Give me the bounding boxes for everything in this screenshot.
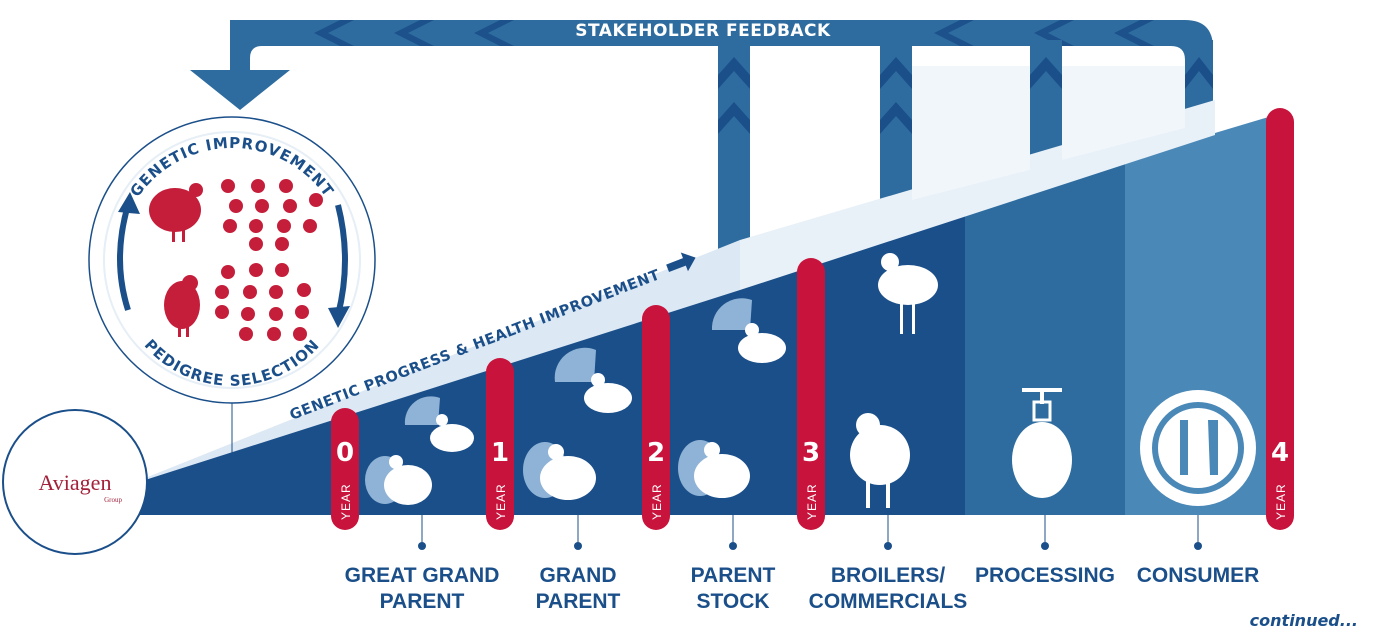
- svg-text:YEAR: YEAR: [805, 483, 819, 520]
- stage-parent-stock: PARENT STOCK: [691, 515, 776, 613]
- svg-text:1: 1: [491, 438, 509, 468]
- year-pill-1: 1 YEAR: [486, 358, 514, 530]
- cycle-arrowhead-down-icon: [328, 306, 350, 328]
- svg-text:PARENT: PARENT: [691, 564, 776, 587]
- svg-text:YEAR: YEAR: [494, 483, 508, 520]
- pedigree-circle: GENETIC IMPROVEMENT PEDIGREE SELECTION: [88, 116, 376, 470]
- aviagen-logo: Aviagen Group: [2, 409, 148, 555]
- feedback-chevrons: [314, 20, 1154, 46]
- broiler-birds-icon: [850, 253, 938, 508]
- svg-text:3: 3: [802, 438, 820, 468]
- stage-great-grand-parent: GREAT GRAND PARENT: [345, 515, 500, 613]
- svg-text:CONSUMER: CONSUMER: [1137, 564, 1260, 587]
- small-red-chickens-icon: [215, 263, 311, 341]
- processing-chicken-icon: [1012, 388, 1072, 498]
- bird-silhouettes: [365, 253, 1256, 508]
- stage-consumer: CONSUMER: [1137, 515, 1260, 587]
- svg-text:PROCESSING: PROCESSING: [975, 564, 1115, 587]
- large-red-chicken-icon: [164, 275, 200, 337]
- diagonal-arrow-icon: [666, 252, 696, 273]
- continued-label: continued...: [1250, 611, 1358, 630]
- svg-text:GRAND: GRAND: [540, 564, 617, 587]
- logo-name: Aviagen: [39, 470, 112, 495]
- cycle-arrow-left: [117, 204, 131, 311]
- cycle-arrowhead-up-icon: [118, 192, 140, 214]
- stage-grand-parent: GRAND PARENT: [536, 515, 621, 613]
- year-pills: 0 YEAR 1 YEAR 2 YEAR 3 YEAR 4 YEAR: [331, 108, 1294, 530]
- year-pill-0: 0 YEAR: [331, 408, 359, 530]
- knife-icon: [1208, 420, 1218, 475]
- svg-text:YEAR: YEAR: [650, 483, 664, 520]
- large-red-turkey-icon: [149, 183, 203, 242]
- svg-text:0: 0: [336, 438, 354, 468]
- svg-text:4: 4: [1271, 438, 1289, 468]
- year-pill-2: 2 YEAR: [642, 305, 670, 530]
- stage-labels: GREAT GRAND PARENT GRAND PARENT PARENT S…: [345, 515, 1260, 613]
- cycle-arrow-right: [335, 204, 348, 316]
- svg-text:GREAT GRAND: GREAT GRAND: [345, 564, 500, 587]
- year-pill-4: 4 YEAR: [1266, 108, 1294, 530]
- year-pill-3: 3 YEAR: [797, 258, 825, 530]
- parent-stock-birds-icon: [678, 298, 786, 498]
- logo-sub: Group: [104, 496, 122, 504]
- svg-text:COMMERCIALS: COMMERCIALS: [809, 590, 968, 613]
- svg-text:2: 2: [647, 438, 665, 468]
- stage-processing: PROCESSING: [975, 515, 1115, 587]
- svg-text:BROILERS/: BROILERS/: [831, 564, 946, 587]
- svg-text:STOCK: STOCK: [696, 590, 769, 613]
- consumer-plate-icon: [1140, 390, 1256, 506]
- fork-icon: [1180, 420, 1188, 475]
- grand-parent-birds-icon: [523, 347, 632, 500]
- svg-text:YEAR: YEAR: [1274, 483, 1288, 520]
- red-bird-flock-icon: [149, 179, 323, 341]
- feedback-arrow-down: [190, 70, 290, 110]
- svg-text:PARENT: PARENT: [536, 590, 621, 613]
- svg-text:PARENT: PARENT: [380, 590, 465, 613]
- stage-broilers-commercials: BROILERS/ COMMERCIALS: [809, 515, 968, 613]
- small-red-turkeys-icon: [221, 179, 323, 251]
- feedback-label: STAKEHOLDER FEEDBACK: [575, 21, 831, 41]
- great-grand-parent-birds-icon: [365, 396, 474, 505]
- svg-text:YEAR: YEAR: [339, 483, 353, 520]
